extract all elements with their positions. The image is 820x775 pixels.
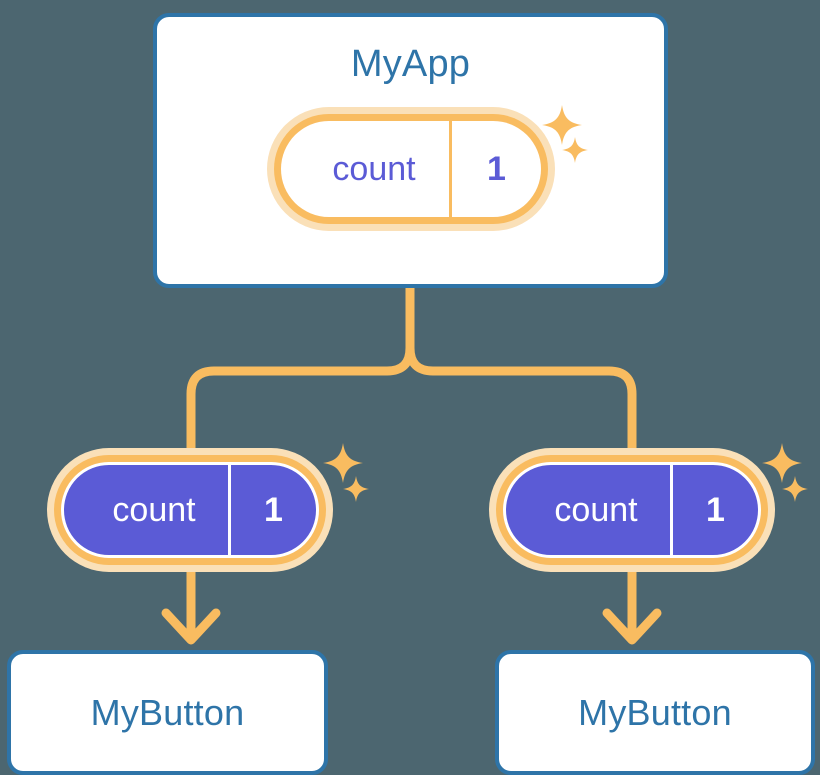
sparkle-small-icon — [343, 476, 369, 502]
state-pill-key: count — [332, 149, 416, 188]
state-pill-key: count — [554, 490, 638, 529]
state-pill-right[interactable]: count 1 — [489, 448, 775, 572]
state-pill-ring: count 1 — [274, 114, 548, 224]
mybutton-label: MyButton — [90, 691, 245, 733]
state-pill-value: 1 — [449, 121, 541, 217]
state-pill-value: 1 — [228, 465, 316, 555]
state-pill-value: 1 — [670, 465, 758, 555]
connector-branch-right — [405, 347, 637, 452]
state-pill-body: count 1 — [281, 121, 541, 217]
state-pill-myapp[interactable]: count 1 — [267, 107, 555, 231]
sparkle-small-icon — [782, 476, 808, 502]
state-pill-key: count — [112, 490, 196, 529]
state-pill-ring: count 1 — [54, 455, 326, 565]
state-pill-body: count 1 — [61, 462, 319, 558]
arrow-left-head-icon — [161, 608, 221, 645]
sparkle-large-icon — [762, 443, 802, 483]
state-pill-ring: count 1 — [496, 455, 768, 565]
state-pill-body: count 1 — [503, 462, 761, 558]
connector-branch-left — [186, 347, 415, 452]
mybutton-label: MyButton — [578, 691, 732, 733]
arrow-right-head-icon — [602, 608, 662, 645]
myapp-title: MyApp — [350, 43, 471, 85]
mybutton-card-right[interactable]: MyButton — [495, 650, 815, 775]
state-pill-left[interactable]: count 1 — [47, 448, 333, 572]
mybutton-card-left[interactable]: MyButton — [7, 650, 328, 775]
sparkle-large-icon — [323, 443, 363, 483]
